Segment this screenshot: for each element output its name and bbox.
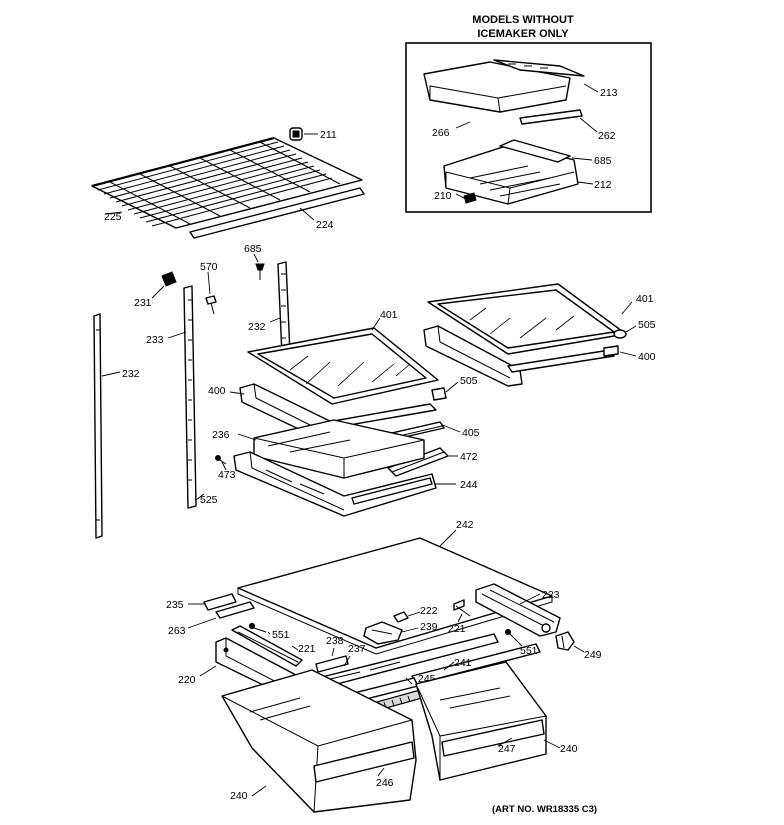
screw-685 bbox=[255, 263, 265, 280]
screw-551-left bbox=[248, 622, 267, 633]
callout-266: 266 bbox=[432, 127, 450, 139]
clip-211 bbox=[289, 127, 303, 141]
rail-221-right bbox=[453, 599, 465, 611]
bracket-239 bbox=[363, 621, 403, 645]
clip-249 bbox=[555, 631, 575, 651]
freezer-pan-266 bbox=[423, 59, 585, 113]
callout-241: 241 bbox=[454, 657, 472, 669]
callout-473: 473 bbox=[218, 469, 236, 481]
tray-rack-212 bbox=[443, 139, 579, 205]
callout-213: 213 bbox=[600, 87, 618, 99]
drawer-frame-244 bbox=[233, 451, 437, 517]
callout-242: 242 bbox=[456, 519, 474, 531]
ladder-232-center bbox=[277, 261, 291, 357]
art-number: (ART NO. WR18335 C3) bbox=[492, 804, 597, 815]
inset-title-line2: ICEMAKER ONLY bbox=[477, 28, 569, 40]
support-263 bbox=[215, 601, 255, 619]
callout-240-right: 240 bbox=[560, 743, 578, 755]
callout-551-right: 551 bbox=[520, 645, 538, 657]
glass-shelf-401-right bbox=[427, 283, 627, 355]
callout-401-right: 401 bbox=[636, 293, 654, 305]
callout-221-left: 221 bbox=[298, 643, 316, 655]
callout-236: 236 bbox=[212, 429, 230, 441]
callout-247: 247 bbox=[498, 743, 516, 755]
freezer-wire-shelf-225 bbox=[91, 136, 363, 229]
callout-401-left: 401 bbox=[380, 309, 398, 321]
ladder-232-left bbox=[93, 313, 103, 539]
crisper-drawer-right bbox=[415, 661, 547, 781]
ladder-233 bbox=[183, 285, 197, 509]
callout-235: 235 bbox=[166, 599, 184, 611]
crisper-cover-242 bbox=[237, 537, 553, 655]
rail-262 bbox=[519, 109, 583, 125]
callout-240-left: 240 bbox=[230, 790, 248, 802]
callout-238: 238 bbox=[326, 635, 344, 647]
callout-231: 231 bbox=[134, 297, 152, 309]
callout-239: 239 bbox=[420, 621, 438, 633]
screw-570 bbox=[205, 295, 217, 315]
screw-551-right bbox=[504, 628, 523, 647]
inset-frame bbox=[405, 42, 652, 213]
callout-246: 246 bbox=[376, 777, 394, 789]
glass-shelf-401-left bbox=[247, 327, 439, 405]
callout-223: 223 bbox=[542, 589, 560, 601]
callout-685: 685 bbox=[244, 243, 262, 255]
callout-400-left: 400 bbox=[208, 385, 226, 397]
callout-232-left: 232 bbox=[122, 368, 140, 380]
callout-505-right: 505 bbox=[638, 319, 656, 331]
label-238 bbox=[315, 655, 349, 673]
shelf-bracket-400-right bbox=[423, 325, 615, 387]
callout-525: 525 bbox=[200, 494, 218, 506]
clip-222 bbox=[393, 611, 409, 623]
cap-505-left bbox=[431, 387, 447, 401]
callout-405: 405 bbox=[462, 427, 480, 439]
callout-685-inset: 685 bbox=[594, 155, 612, 167]
inset-title-line1: MODELS WITHOUT bbox=[472, 14, 574, 26]
crisper-drawer-left bbox=[221, 669, 417, 813]
icemaker-inset: MODELS WITHOUT ICEMAKER ONLY bbox=[405, 14, 652, 213]
callout-224: 224 bbox=[316, 219, 334, 231]
callout-233: 233 bbox=[146, 334, 164, 346]
screw-210 bbox=[463, 192, 477, 204]
callout-211: 211 bbox=[320, 129, 337, 141]
callout-472: 472 bbox=[460, 451, 478, 463]
callout-263: 263 bbox=[168, 625, 186, 637]
callout-249: 249 bbox=[584, 649, 602, 661]
callout-220: 220 bbox=[178, 674, 196, 686]
callout-400-right: 400 bbox=[638, 351, 656, 363]
callout-210: 210 bbox=[434, 190, 452, 202]
callout-232-center: 232 bbox=[248, 321, 266, 333]
support-235 bbox=[203, 593, 237, 611]
callout-221-right: 221 bbox=[448, 623, 466, 635]
callout-212: 212 bbox=[594, 179, 612, 191]
callout-262: 262 bbox=[598, 130, 616, 142]
callout-225: 225 bbox=[104, 211, 122, 223]
callout-570: 570 bbox=[200, 261, 218, 273]
callout-222: 222 bbox=[420, 605, 438, 617]
callout-505-left: 505 bbox=[460, 375, 478, 387]
callout-237: 237 bbox=[348, 643, 366, 655]
cap-505-right bbox=[613, 329, 627, 339]
screw-473 bbox=[215, 455, 227, 465]
shelf-rail-224 bbox=[189, 187, 365, 239]
callout-551-left: 551 bbox=[272, 629, 290, 641]
slide-223 bbox=[475, 583, 561, 637]
callout-244: 244 bbox=[460, 479, 478, 491]
bracket-231 bbox=[161, 271, 177, 287]
